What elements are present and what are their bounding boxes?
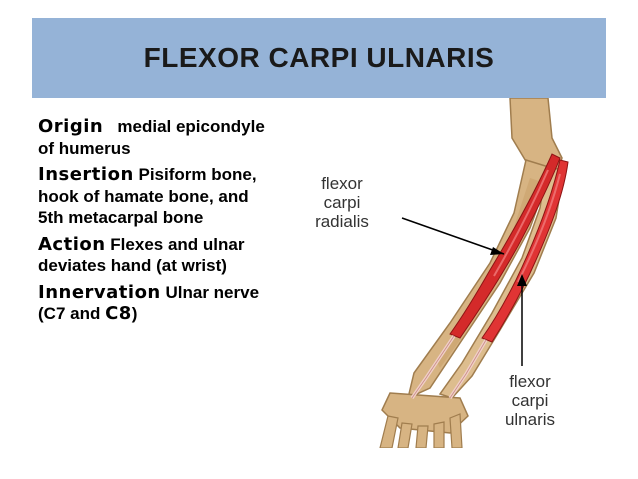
label-line: flexor — [321, 174, 363, 193]
origin-term: Origin — [38, 116, 104, 137]
insertion-paragraph: Insertion Pisiform bone, hook of hamate … — [38, 164, 278, 229]
tendon-outline — [411, 335, 455, 399]
label-line: radialis — [315, 212, 369, 231]
label-flexor-carpi-ulnaris: flexor carpi ulnaris — [480, 372, 580, 429]
action-paragraph: Action Flexes and ulnar deviates hand (a… — [38, 234, 278, 277]
radialis-arrowhead — [490, 247, 504, 255]
origin-text: medial epicondyle of humerus — [38, 117, 265, 158]
innervation-term: Innervation — [38, 281, 161, 303]
action-term: Action — [38, 233, 106, 255]
label-line: ulnaris — [504, 410, 556, 429]
muscle-details: Origin medial epicondyle of humerus Inse… — [38, 116, 278, 330]
action-text: Flexes and ulnar deviates hand (at wrist… — [38, 234, 245, 276]
title-bar — [32, 18, 606, 98]
label-line: flexor — [509, 372, 551, 391]
muscle-highlight-2 — [517, 173, 561, 283]
forearm-illustration — [379, 98, 569, 448]
origin-paragraph: Origin medial epicondyle of humerus — [38, 116, 278, 159]
innervation-paragraph: Innervation Ulnar nerve (C7 and C8) — [38, 282, 278, 325]
innervation-text-end: ) — [131, 304, 138, 323]
metacarpal-1 — [379, 415, 399, 448]
label-flexor-carpi-radialis: flexor carpi radialis — [292, 174, 392, 231]
metacarpal-3 — [415, 425, 429, 448]
metacarpal-5 — [449, 413, 463, 448]
innervation-text: Ulnar nerve (C7 and — [38, 282, 260, 324]
ulna-bone — [438, 167, 565, 399]
metacarpal-2 — [397, 422, 413, 448]
label-line: carpi — [323, 193, 361, 212]
insertion-text: Pisiform bone, hook of hamate bone, and … — [38, 165, 257, 227]
metacarpal-4 — [433, 421, 445, 448]
slide-title: FLEXOR CARPI ULNARIS — [143, 42, 495, 73]
radialis-pointer-arrow — [401, 217, 505, 255]
tendon-outline-2 — [449, 339, 487, 399]
flexor-carpi-radialis-muscle — [449, 153, 561, 339]
ulnaris-arrowhead — [517, 274, 527, 286]
muscle-highlight — [493, 169, 549, 277]
innervation-highlight: C8 — [105, 303, 132, 324]
insertion-term: Insertion — [38, 164, 134, 185]
label-line: carpi — [511, 391, 549, 410]
